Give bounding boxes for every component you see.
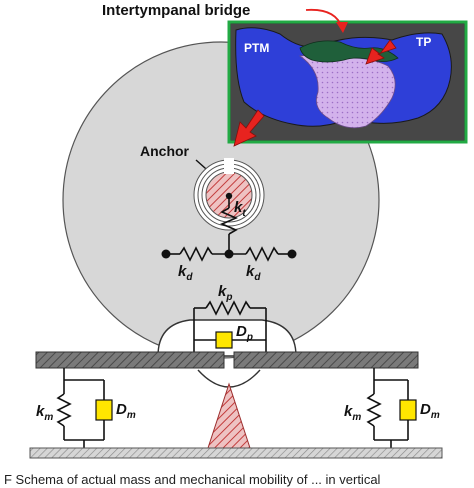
ptm-label: PTM: [244, 41, 269, 55]
inset-red-arrow: [365, 39, 397, 65]
anchor-red-arrow: [233, 109, 265, 147]
pivot-triangle: [207, 382, 251, 449]
tp-label: TP: [416, 35, 431, 49]
spring-kp: [193, 300, 267, 352]
bridge-pointer-head: [336, 22, 348, 33]
ground: [29, 447, 443, 459]
left-beam: [35, 351, 225, 369]
damper-dp: [194, 331, 266, 349]
intertympanal-bridge-label: Intertympanal bridge: [102, 2, 250, 19]
kp-label: kp: [218, 283, 232, 303]
figure-caption: F Schema of actual mass and mechanical m…: [4, 472, 381, 487]
spring-kd-pair: [161, 246, 297, 262]
kt-label: kt: [234, 199, 246, 219]
dp-label: Dp: [236, 323, 253, 343]
right-beam: [233, 351, 419, 369]
dm-left-label: Dm: [116, 401, 136, 421]
km-left-label: km: [36, 403, 53, 423]
right-suspension: [366, 368, 417, 448]
anchor-rings: [193, 158, 265, 231]
km-right-label: km: [344, 403, 361, 423]
left-suspension: [56, 368, 113, 448]
inset-photo: PTM TP: [227, 20, 468, 144]
anchor-label: Anchor: [140, 143, 190, 159]
dm-right-label: Dm: [420, 401, 440, 421]
kd-right-label: kd: [246, 263, 261, 283]
kd-left-label: kd: [178, 263, 193, 283]
